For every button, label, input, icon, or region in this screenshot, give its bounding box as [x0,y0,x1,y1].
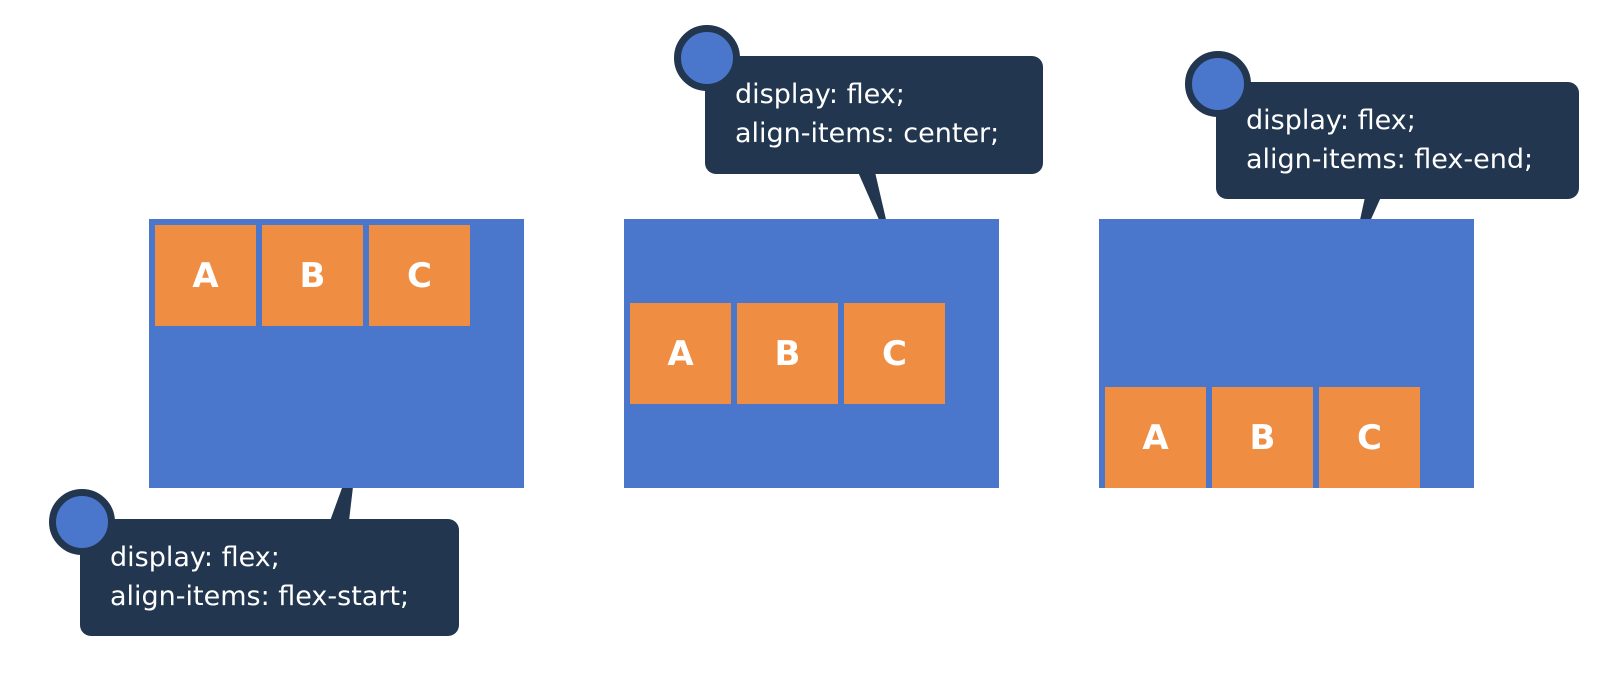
flex-item-b: B [262,225,363,326]
callout-dot-icon [1185,51,1251,117]
callout-flex-end: display: flex; align-items: flex-end; [1216,82,1579,199]
flex-item-b: B [737,303,838,404]
callout-code-line: display: flex; [1246,105,1416,136]
flex-item-a: A [1105,387,1206,488]
callout-dot-icon [49,489,115,555]
flex-container-flex-start: A B C [149,219,524,488]
callout-code-line: align-items: flex-start; [110,581,410,612]
callout-code-line: display: flex; [735,79,905,110]
flex-container-center: A B C [624,219,999,488]
callout-center: display: flex; align-items: center; [705,56,1043,174]
flex-item-c: C [844,303,945,404]
flex-item-c: C [1319,387,1420,488]
flex-item-b: B [1212,387,1313,488]
flex-container-flex-end: A B C [1099,219,1474,488]
flex-item-a: A [630,303,731,404]
callout-flex-start: display: flex; align-items: flex-start; [80,519,459,636]
callout-dot-icon [674,25,740,91]
flex-item-a: A [155,225,256,326]
callout-code-line: align-items: flex-end; [1246,144,1534,175]
flex-item-c: C [369,225,470,326]
callout-code-line: align-items: center; [735,118,1000,149]
callout-code-line: display: flex; [110,542,280,573]
